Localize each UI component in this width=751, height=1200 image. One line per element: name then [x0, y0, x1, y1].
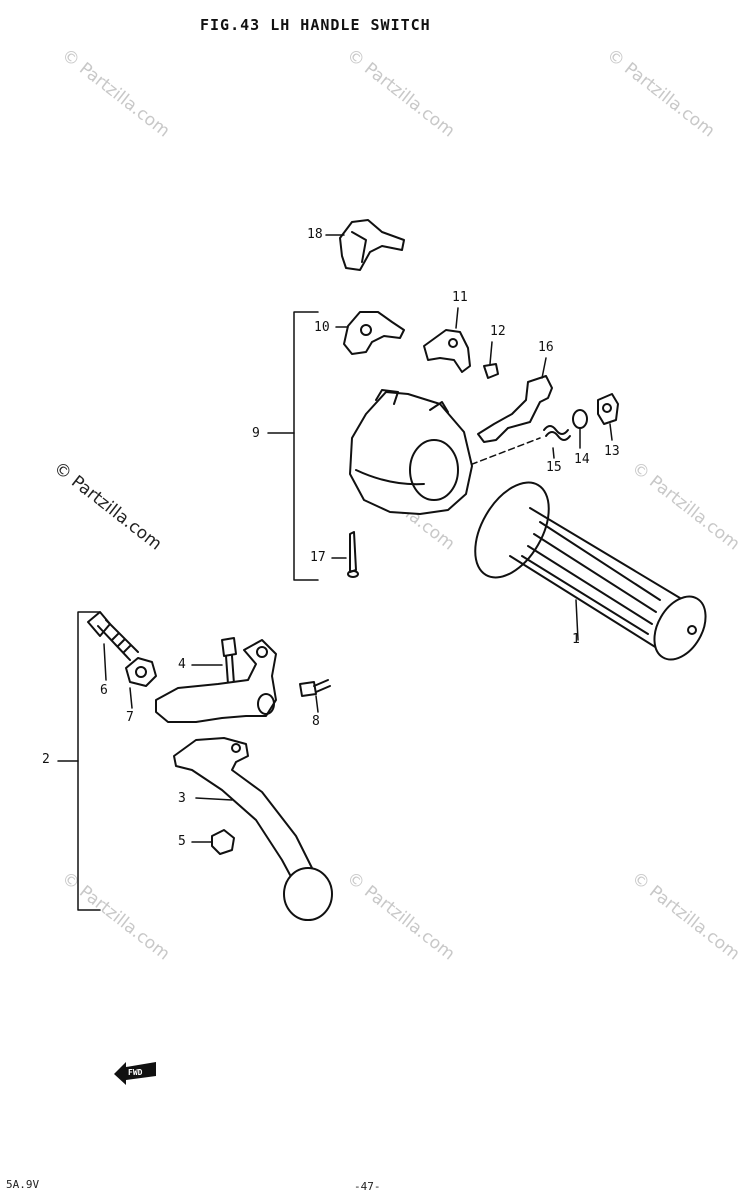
- part-10-clamp: [343, 311, 405, 355]
- fwd-label: FWD: [128, 1068, 143, 1077]
- callout-9: 9: [252, 426, 260, 441]
- part-9-switch-housing: [349, 389, 473, 515]
- part-8-screw: [299, 679, 331, 697]
- part-17-screw: [347, 531, 359, 578]
- callout-14: 14: [574, 452, 590, 467]
- callout-3: 3: [178, 791, 186, 806]
- part-11-lever: [423, 329, 471, 373]
- callout-4: 4: [178, 657, 186, 672]
- callout-5: 5: [178, 834, 186, 849]
- callout-8: 8: [312, 714, 320, 729]
- part-5-nut: [211, 829, 235, 855]
- part-1-grip: [474, 481, 707, 661]
- fwd-arrow: FWD: [112, 1058, 160, 1090]
- figure-title: FIG.43 LH HANDLE SWITCH: [200, 16, 431, 34]
- callout-18: 18: [307, 227, 323, 242]
- part-18-clamp: [339, 219, 405, 271]
- callout-2: 2: [42, 752, 50, 767]
- page-number: -47-: [354, 1180, 381, 1193]
- part-15-spring: [543, 425, 571, 441]
- callout-16: 16: [538, 340, 554, 355]
- part-12-screw: [483, 363, 499, 379]
- part-6-bolt: [87, 611, 139, 661]
- part-14-washer: [572, 409, 588, 429]
- part-4-bolt: [221, 637, 237, 685]
- callout-10: 10: [314, 320, 330, 335]
- part-7-nut: [125, 657, 157, 687]
- callout-1: 1: [572, 632, 580, 647]
- callout-11: 11: [452, 290, 468, 305]
- callout-7: 7: [126, 710, 134, 725]
- callout-15: 15: [546, 460, 562, 475]
- part-3-clutch-lever: [173, 737, 333, 921]
- footer-code: 5A.9V: [6, 1178, 40, 1191]
- part-16-contact-plate: [477, 375, 553, 443]
- callout-12: 12: [490, 324, 506, 339]
- fwd-arrow-icon: FWD: [114, 1062, 156, 1085]
- callout-6: 6: [100, 683, 108, 698]
- callout-13: 13: [604, 444, 620, 459]
- callout-17: 17: [310, 550, 326, 565]
- part-13-knob: [597, 393, 619, 425]
- clutch-lever-holder: [155, 639, 277, 723]
